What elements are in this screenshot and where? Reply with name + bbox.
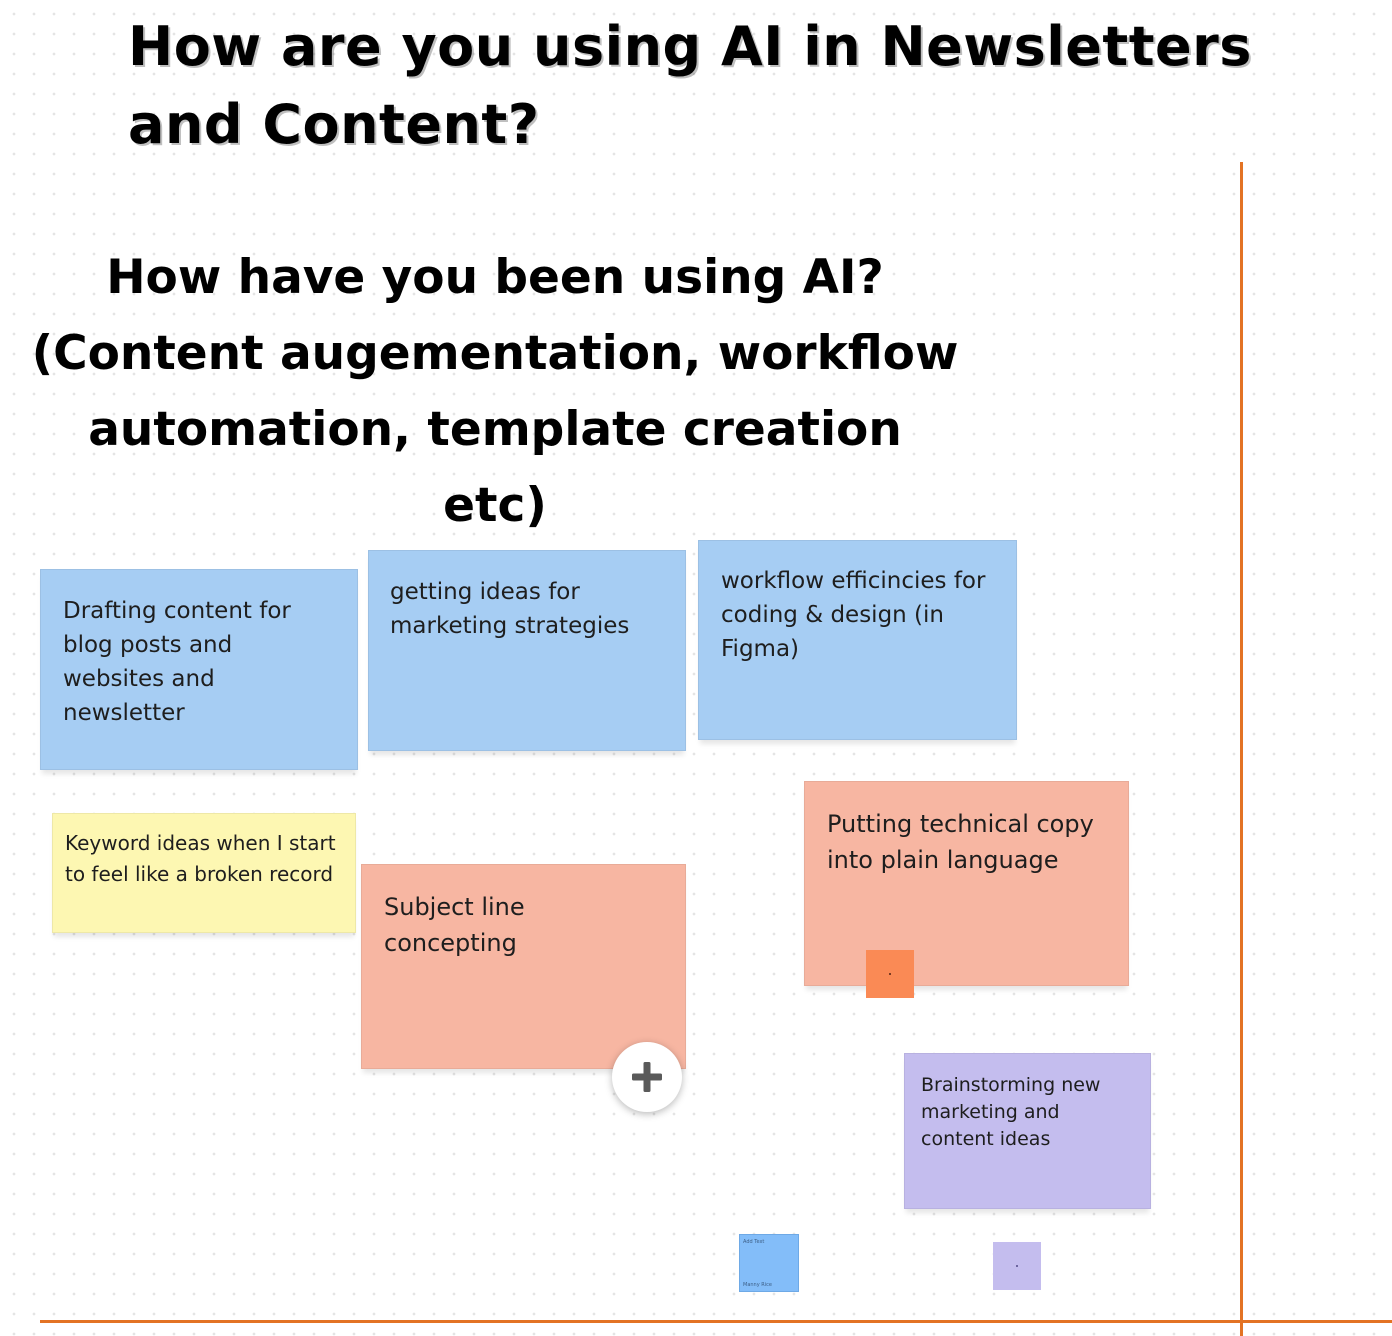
sticky-note-subject-line[interactable]: Subject line concepting	[361, 864, 686, 1069]
sticky-note-workflow[interactable]: workflow efficincies for coding & design…	[698, 540, 1017, 740]
sticky-note-text: Subject line concepting	[384, 893, 525, 957]
vertical-divider	[1240, 162, 1243, 1336]
mini-sticky-dot	[889, 973, 891, 975]
mini-sticky-blue[interactable]: Add Text Manny Rice	[739, 1234, 799, 1292]
sticky-note-drafting[interactable]: Drafting content for blog posts and webs…	[40, 569, 358, 770]
sticky-note-plain-language[interactable]: Putting technical copy into plain langua…	[804, 781, 1129, 986]
mini-sticky-dot	[1016, 1265, 1018, 1267]
add-note-button[interactable]	[612, 1042, 682, 1112]
mini-sticky-author: Manny Rice	[743, 1282, 772, 1288]
sticky-note-keywords[interactable]: Keyword ideas when I start to feel like …	[52, 813, 356, 933]
sticky-note-text: Keyword ideas when I start to feel like …	[65, 831, 336, 886]
sticky-note-marketing-ideas[interactable]: getting ideas for marketing strategies	[368, 550, 686, 751]
mini-sticky-orange[interactable]	[866, 950, 914, 998]
sticky-note-text: workflow efficincies for coding & design…	[721, 568, 986, 662]
mini-sticky-label: Add Text	[743, 1239, 765, 1245]
sticky-note-text: Drafting content for blog posts and webs…	[63, 598, 291, 726]
mini-sticky-purple[interactable]	[993, 1242, 1041, 1290]
sticky-note-text: Brainstorming new marketing and content …	[921, 1074, 1101, 1150]
sticky-note-text: Putting technical copy into plain langua…	[827, 810, 1094, 874]
page-title: How are you using AI in Newsletters and …	[128, 15, 1252, 156]
section-question: How have you been using AI? (Content aug…	[31, 250, 959, 533]
sticky-note-text: getting ideas for marketing strategies	[390, 579, 630, 639]
horizontal-divider	[40, 1320, 1392, 1323]
plus-icon	[632, 1062, 662, 1092]
sticky-note-brainstorming[interactable]: Brainstorming new marketing and content …	[904, 1053, 1151, 1209]
